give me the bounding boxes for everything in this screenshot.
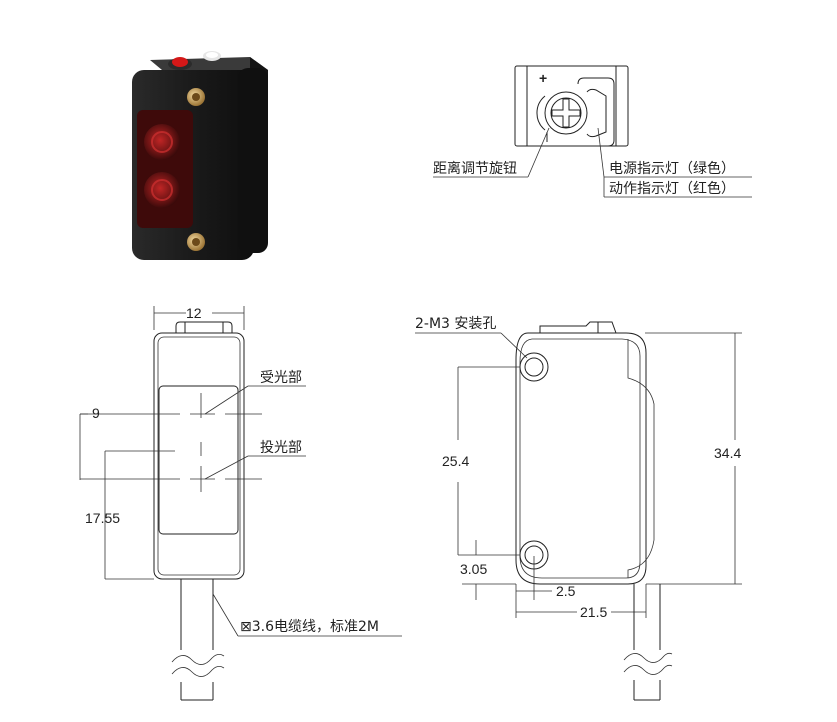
- mount-hole-top: [519, 352, 549, 382]
- led-window: [577, 77, 615, 147]
- dim-lens-offset: 9: [92, 405, 100, 421]
- dim-hole-pitch: 25.4: [442, 453, 469, 469]
- plus-sign: +: [539, 70, 547, 86]
- product-photo: [132, 51, 268, 260]
- dim-front-width: 12: [186, 305, 202, 321]
- label-adjust-knob: 距离调节旋钮: [433, 160, 517, 177]
- side-view: [415, 321, 742, 701]
- label-action-led: 动作指示灯（红色）: [609, 180, 735, 197]
- top-view: +: [433, 65, 752, 198]
- label-power-led: 电源指示灯（绿色）: [609, 160, 735, 177]
- label-cable: ⊠3.6电缆线，标准2M: [240, 619, 379, 635]
- cross-screw-slot: [551, 98, 581, 128]
- dim-body-height: 34.4: [714, 445, 741, 461]
- adjust-knob-red: [172, 57, 188, 67]
- front-lens-window: [158, 385, 239, 535]
- label-emitter: 投光部: [260, 440, 302, 456]
- side-body: [515, 332, 647, 585]
- dim-lens-height: 17.55: [85, 510, 120, 526]
- emitter-lens: [144, 172, 180, 208]
- dim-hole-bottom: 3.05: [460, 561, 487, 577]
- front-view: [79, 306, 402, 701]
- dim-body-width: 21.5: [580, 604, 607, 620]
- label-mount-hole: 2-M3 安装孔: [415, 316, 496, 332]
- adjust-knob: [544, 91, 588, 135]
- label-receiver: 受光部: [260, 370, 302, 386]
- front-body: [153, 332, 245, 580]
- receiver-lens: [144, 124, 180, 160]
- dim-hole-side: 2.5: [556, 583, 576, 599]
